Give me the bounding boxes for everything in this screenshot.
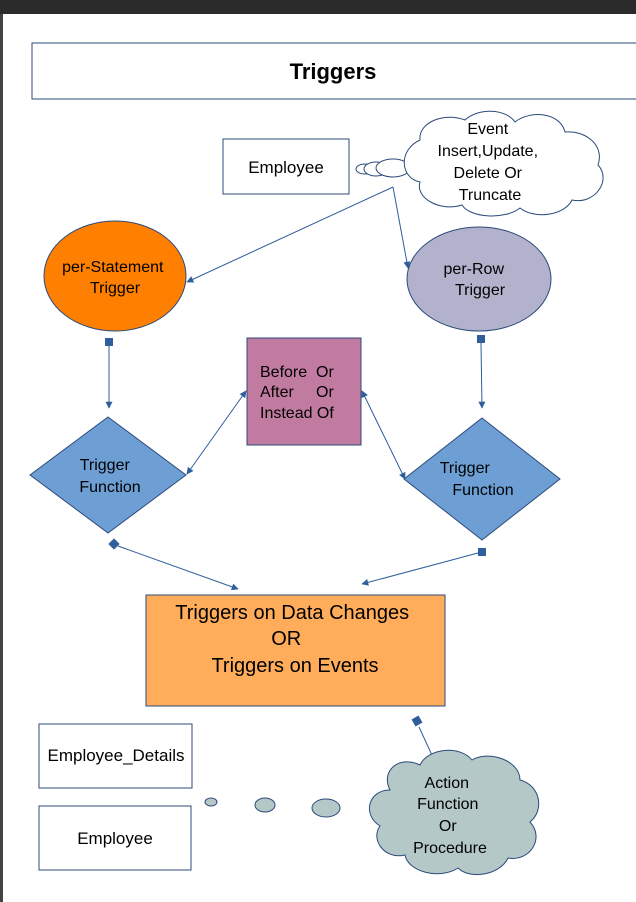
timing-line-3: Instead Of [260, 405, 334, 422]
svg-text:Trigger Function: Trigger Function [79, 457, 140, 496]
connector-square-left-bottom [108, 538, 120, 550]
action-cloud-tail [204, 797, 341, 818]
connector-left-function-to-triggers [117, 545, 239, 591]
employee-details-box: Employee_Details [38, 723, 193, 789]
timing-line-2: After Or [260, 384, 334, 401]
employee-bottom-label: Employee [77, 829, 153, 848]
triggers-box-line-1: Triggers on Data Changes [175, 602, 409, 624]
timing-box: Before Or After Or Instead Of [0, 0, 365, 446]
triggers-box-line-3: Triggers on Events [211, 655, 378, 677]
employee-details-label: Employee_Details [47, 746, 184, 765]
window-left-edge [0, 14, 3, 902]
trigger-function-left: Trigger Function [29, 416, 187, 534]
trigger-function-right-line-1: Trigger [440, 460, 491, 477]
action-cloud-line-2: Function [417, 796, 478, 813]
event-cloud-line-4: Truncate [459, 187, 522, 204]
connector-to-per-row [392, 186, 411, 269]
svg-text:Event Insert,Update,: Event Insert,Update, Delete Or Truncate [438, 121, 543, 204]
connector-to-per-statement [186, 186, 394, 283]
timing-line-1: Before Or [260, 364, 334, 381]
event-cloud-line-2: Insert,Update, [438, 143, 539, 160]
per-statement-trigger: per-Statement Trigger [43, 220, 187, 332]
trigger-function-right: Trigger Function [403, 417, 561, 541]
connector-square-left-top [105, 338, 113, 346]
action-cloud-line-1: Action [425, 775, 469, 792]
triggers-box-line-2: OR [271, 628, 301, 650]
window-top-bar [0, 0, 636, 14]
event-cloud: Event Insert,Update, Delete Or Truncate [403, 110, 604, 217]
trigger-function-right-line-2: Function [452, 482, 513, 499]
employee-top-label: Employee [248, 158, 324, 177]
trigger-function-left-line-2: Function [79, 479, 140, 496]
connector-per-row-to-function [478, 342, 486, 409]
svg-text:Before Or After Or: Before Or After Or Instead Of [0, 0, 365, 422]
employee-bottom-box: Employee [38, 805, 192, 871]
svg-text:Triggers on Data Changes: Triggers on Data Changes OR Triggers on … [175, 602, 414, 677]
action-cloud: Action Function Or Procedure [369, 749, 540, 876]
action-cloud-line-4: Procedure [413, 840, 487, 857]
connector-square-right-top [477, 335, 485, 343]
per-row-trigger: per-Row Trigger [406, 226, 552, 332]
event-cloud-line-3: Delete Or [454, 165, 523, 182]
connector-square-right-bottom [478, 548, 486, 556]
triggers-box: Triggers on Data Changes OR Triggers on … [145, 594, 446, 707]
action-cloud-line-3: Or [439, 818, 457, 835]
per-row-line-1: per-Row [444, 261, 505, 278]
svg-text:Action Function Or: Action Function Or Procedure [413, 775, 487, 857]
event-cloud-tail [355, 158, 411, 178]
connector-left-function-timing [186, 390, 247, 475]
trigger-function-left-line-1: Trigger [80, 457, 131, 474]
event-cloud-line-1: Event [467, 121, 508, 138]
svg-text:per-Row Trigger: per-Row Trigger [444, 261, 509, 299]
per-statement-line-1: per-Statement [62, 259, 164, 276]
connector-right-function-to-triggers [361, 552, 479, 586]
employee-top-box: Employee [222, 138, 350, 195]
connector-square-triggers-bottom [411, 715, 423, 727]
connector-timing-right-function [361, 390, 406, 480]
page-title: Triggers [290, 59, 377, 84]
svg-text:Trigger Function: Trigger Function [440, 460, 514, 499]
per-row-line-2: Trigger [455, 282, 506, 299]
svg-text:per-Statement Trigger: per-Statement Trigger [62, 259, 168, 297]
title-box: Triggers [31, 42, 636, 100]
per-statement-line-2: Trigger [90, 280, 141, 297]
